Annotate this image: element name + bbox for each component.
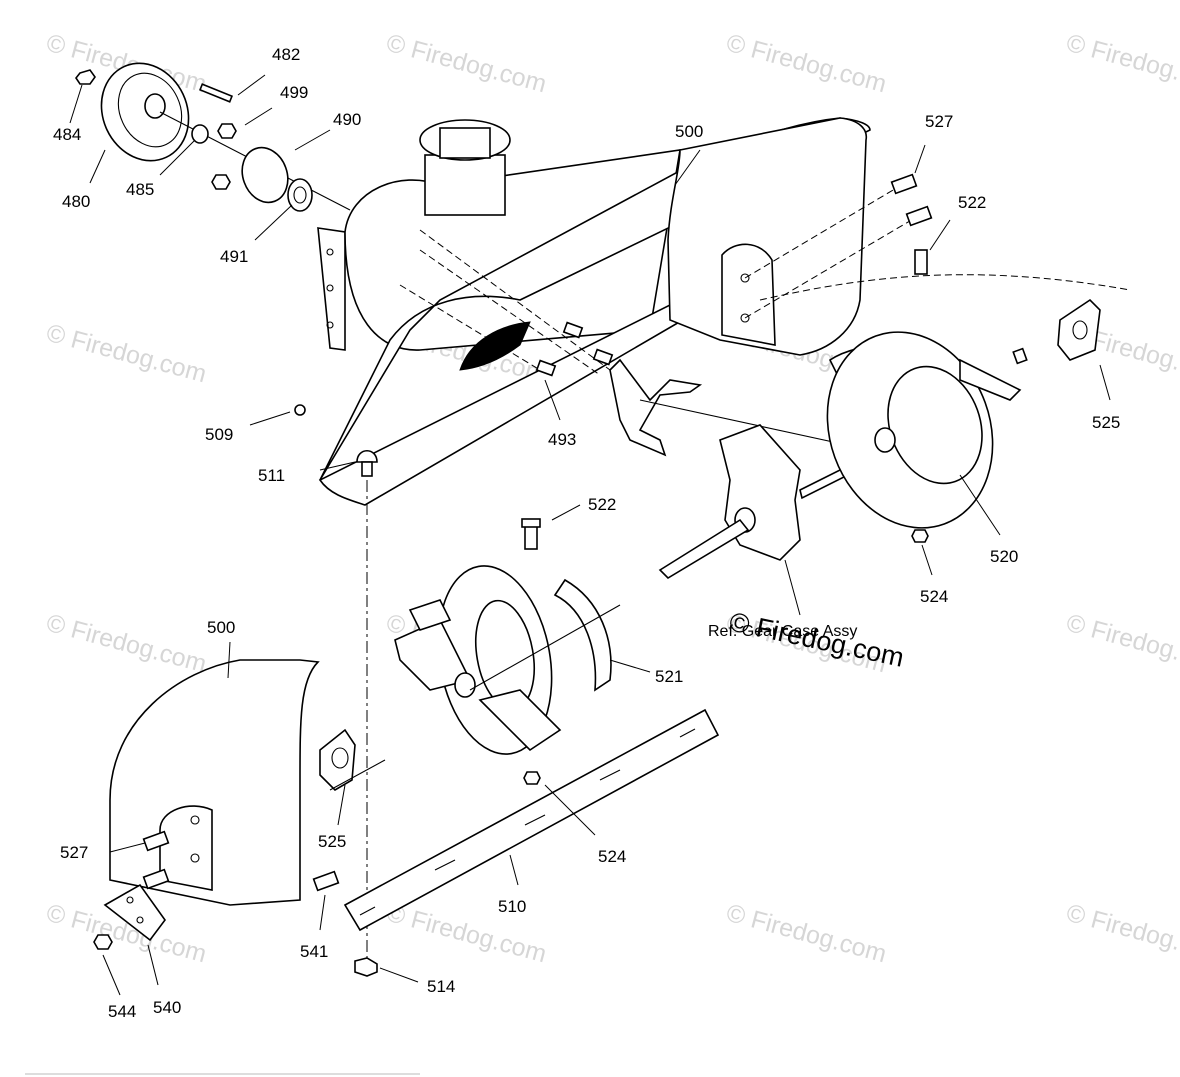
auger-521 xyxy=(394,518,621,785)
watermark-3: © Firedog.com xyxy=(723,29,889,99)
screw-509 xyxy=(294,404,306,416)
bolt-493b xyxy=(592,348,614,366)
watermark-4: © Firedog.com xyxy=(1063,29,1180,99)
skid-shoe-540 xyxy=(103,883,166,942)
label-493: 493 xyxy=(548,430,576,449)
part-labels: 482 499 490 484 480 485 491 500 527 522 … xyxy=(53,45,1120,1021)
label-524-mid: 524 xyxy=(598,847,626,866)
main-housing-500 xyxy=(317,117,1131,506)
bolt-522-top xyxy=(914,249,928,275)
label-540: 540 xyxy=(153,998,181,1017)
nut-514 xyxy=(354,957,378,977)
watermark-15: © Firedog.com xyxy=(723,899,889,969)
label-544: 544 xyxy=(108,1002,136,1021)
watermark-9: © Firedog.com xyxy=(43,609,209,679)
label-485: 485 xyxy=(126,180,154,199)
scraper-bar-510 xyxy=(343,708,720,932)
nut-499b xyxy=(211,174,231,190)
nut-499a xyxy=(217,123,237,139)
bolt-527-top xyxy=(890,173,918,195)
gear-case-assembly xyxy=(609,358,871,580)
flange-490 xyxy=(241,146,289,204)
bearing-491 xyxy=(287,178,313,212)
label-500-left: 500 xyxy=(207,618,235,637)
label-491: 491 xyxy=(220,247,248,266)
watermark-2: © Firedog.com xyxy=(383,29,549,99)
label-484: 484 xyxy=(53,125,81,144)
label-521: 521 xyxy=(655,667,683,686)
label-527-left: 527 xyxy=(60,843,88,862)
label-490: 490 xyxy=(333,110,361,129)
label-509: 509 xyxy=(205,425,233,444)
label-511: 511 xyxy=(258,466,285,485)
nut-524-right xyxy=(911,529,929,543)
leader-lines xyxy=(69,74,1111,996)
bolt-522-mid xyxy=(524,524,538,550)
label-482: 482 xyxy=(272,45,300,64)
brand-watermark: © Firedog.com xyxy=(727,607,907,673)
watermark-5: © Firedog.com xyxy=(43,319,209,389)
pulley-480 xyxy=(100,62,190,162)
nut-544 xyxy=(93,934,113,950)
reference-note: Ref. Gear Case Assy xyxy=(708,623,857,640)
bolt-541 xyxy=(312,870,340,892)
label-524-right: 524 xyxy=(920,587,948,606)
left-hardware xyxy=(93,480,378,977)
bolt-527-left xyxy=(142,830,170,852)
carriage-bolt-511 xyxy=(356,449,378,463)
washer-485 xyxy=(191,124,209,144)
nut-524-mid xyxy=(523,771,541,785)
label-510: 510 xyxy=(498,897,526,916)
auger-520 xyxy=(826,331,1028,543)
pulley-assembly xyxy=(75,62,351,212)
watermark-16: © Firedog.com xyxy=(1063,899,1180,969)
label-480: 480 xyxy=(62,192,90,211)
key-482 xyxy=(198,83,234,103)
label-541: 541 xyxy=(300,942,328,961)
watermark-12: © Firedog.com xyxy=(1063,609,1180,679)
bearing-bracket-525-right xyxy=(1057,298,1101,361)
label-525-left: 525 xyxy=(318,832,346,851)
label-520: 520 xyxy=(990,547,1018,566)
label-522-mid: 522 xyxy=(588,495,616,514)
side-housing-500-left xyxy=(109,659,386,906)
label-514: 514 xyxy=(427,977,455,996)
label-527-top: 527 xyxy=(925,112,953,131)
housing-bolts xyxy=(294,173,933,477)
nut-484 xyxy=(75,69,96,85)
label-499: 499 xyxy=(280,83,308,102)
label-500-top: 500 xyxy=(675,122,703,141)
bolt-493a xyxy=(562,321,584,339)
label-522-top: 522 xyxy=(958,193,986,212)
label-525-right: 525 xyxy=(1092,413,1120,432)
